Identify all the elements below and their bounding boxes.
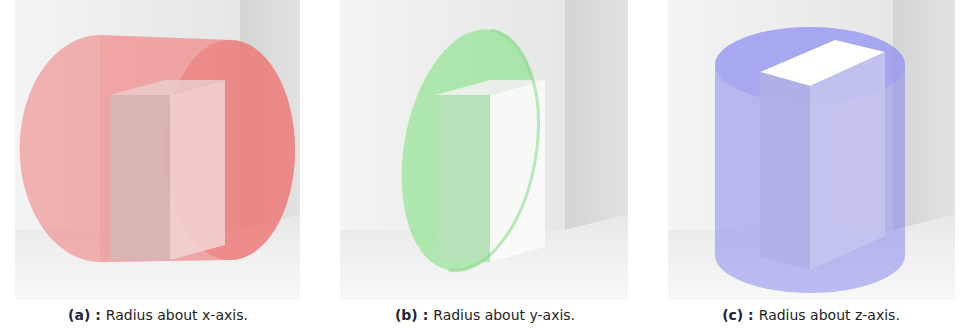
scene-z bbox=[668, 0, 955, 300]
scene-y bbox=[340, 0, 628, 300]
subfigure-tag: (a) : bbox=[68, 307, 101, 323]
caption-text: Radius about x-axis. bbox=[106, 307, 248, 323]
figure-caption: (a) : Radius about x-axis. bbox=[68, 306, 248, 324]
scene-x bbox=[15, 0, 300, 300]
caption-text: Radius about y-axis. bbox=[433, 307, 575, 323]
caption-text: Radius about z-axis. bbox=[759, 307, 900, 323]
figure-caption: (b) : Radius about y-axis. bbox=[395, 306, 575, 324]
figure-caption: (c) : Radius about z-axis. bbox=[722, 306, 900, 324]
subfigure-tag: (b) : bbox=[395, 307, 428, 323]
subfigure-tag: (c) : bbox=[722, 307, 754, 323]
